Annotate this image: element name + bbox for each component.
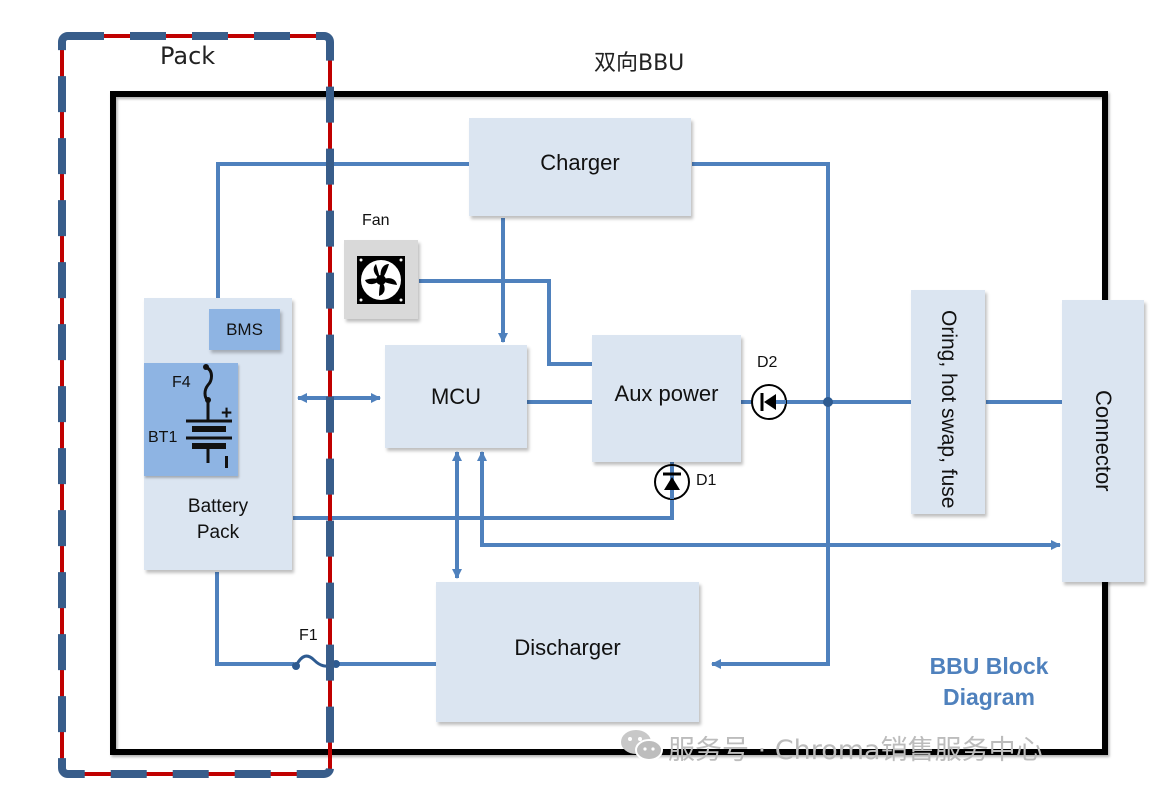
aux-power-label: Aux power bbox=[614, 381, 719, 406]
caption-line1: BBU Block bbox=[929, 653, 1049, 679]
caption-line2: Diagram bbox=[942, 684, 1036, 710]
oring-label: Oring, hot swap, fuse bbox=[937, 310, 960, 509]
pack-boundary-blue bbox=[58, 32, 334, 778]
mcu-block[interactable]: MCU bbox=[385, 345, 527, 448]
watermark-text: 服务号 · Chroma销售服务中心 bbox=[668, 735, 1043, 766]
fan-label: Fan bbox=[362, 212, 390, 229]
diode-icon bbox=[751, 384, 787, 420]
charger-block[interactable]: Charger bbox=[469, 118, 691, 216]
minus-label bbox=[225, 456, 228, 468]
wire-fan-aux bbox=[419, 279, 592, 366]
pack-label: Pack bbox=[160, 42, 216, 70]
mcu-label: MCU bbox=[430, 383, 482, 409]
bms-block[interactable]: BMS bbox=[209, 309, 280, 350]
battery-icon bbox=[186, 364, 232, 463]
d2-label: D2 bbox=[757, 354, 778, 371]
diagram-title: 双向BBU bbox=[594, 51, 685, 76]
wechat-icon bbox=[621, 730, 663, 761]
junction-dot bbox=[823, 397, 833, 407]
connector-block[interactable]: Connector bbox=[1062, 300, 1144, 582]
battery-pack-label: Battery Pack bbox=[164, 494, 272, 546]
oring-block[interactable]: Oring, hot swap, fuse bbox=[911, 290, 985, 514]
discharger-block[interactable]: Discharger bbox=[436, 582, 699, 722]
f1-label: F1 bbox=[299, 627, 318, 644]
plus-label: + bbox=[221, 403, 233, 424]
connector-label: Connector bbox=[1091, 390, 1116, 492]
fan-icon bbox=[357, 255, 405, 304]
fan-block[interactable] bbox=[344, 240, 418, 319]
aux-power-block[interactable]: Aux power bbox=[592, 335, 741, 462]
wire-battery-f1 bbox=[215, 572, 294, 666]
bt1-label: BT1 bbox=[148, 429, 178, 446]
d1-label: D1 bbox=[696, 472, 717, 489]
wire-charger-bus bbox=[692, 162, 830, 669]
bms-label: BMS bbox=[226, 319, 263, 339]
battery-pack-label-line2: Pack bbox=[196, 522, 240, 543]
battery-pack-label-line1: Battery bbox=[187, 496, 249, 517]
discharger-label: Discharger bbox=[514, 635, 621, 660]
f4-label: F4 bbox=[172, 374, 191, 391]
wire-battery-charger bbox=[216, 162, 470, 298]
diode-icon bbox=[654, 464, 690, 500]
diagram-caption: BBU Block Diagram bbox=[905, 651, 1073, 713]
charger-label: Charger bbox=[540, 150, 620, 175]
wire-mcu-connector bbox=[477, 451, 1061, 550]
